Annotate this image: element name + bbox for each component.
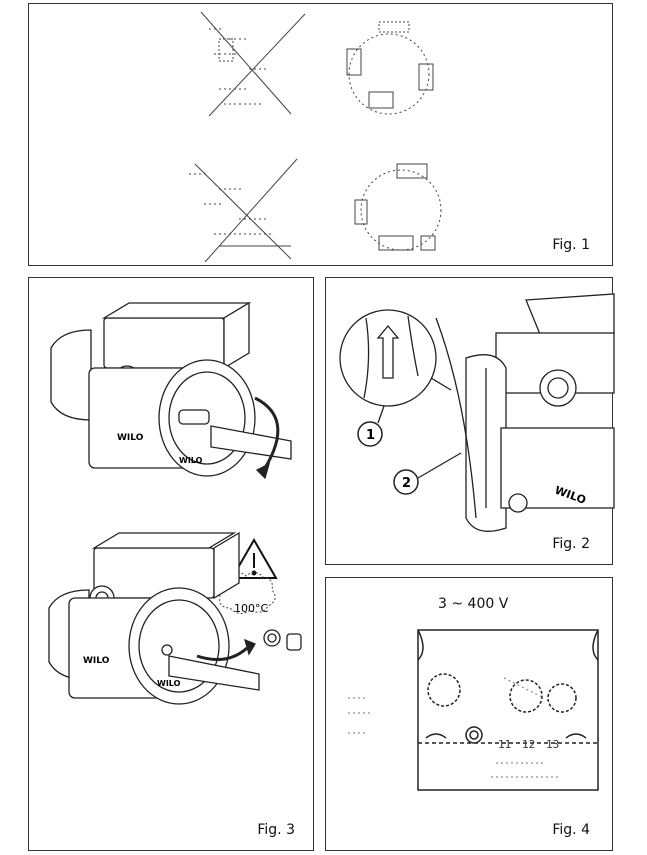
- figure-3-illustration: WILO WILO 100°C: [48, 301, 302, 705]
- figure-1-panel: Fig. 1: [28, 3, 613, 266]
- voltage-label: 3 ~ 400 V: [438, 596, 509, 612]
- terminal-labels: 11 12 13: [498, 738, 559, 751]
- brand-logo-lower: WILO: [83, 656, 110, 666]
- rotate-arrow-icon: [254, 396, 280, 469]
- figure-3-label: Fig. 3: [257, 822, 295, 838]
- figure-4-panel: 3 ~ 400 V 11 12 13 Fig. 4: [325, 577, 613, 851]
- magnifier-circle: [339, 309, 462, 479]
- figure-1-illustration: [189, 11, 442, 263]
- svg-text:13: 13: [546, 738, 559, 751]
- incorrect-mounting-bottom: [189, 158, 298, 263]
- figure-1-label: Fig. 1: [552, 237, 590, 253]
- brand-logo-lower-2: WILO: [157, 679, 181, 688]
- brand-logo-upper-2: WILO: [179, 456, 203, 465]
- terminal-box: [417, 629, 599, 791]
- correct-mounting-top: [346, 21, 434, 115]
- figure-4-label: Fig. 4: [552, 822, 590, 838]
- arrow-up-icon: [376, 324, 400, 379]
- callout-1: 1: [357, 421, 383, 447]
- temperature-label: 100°C: [234, 602, 268, 615]
- correct-mounting-bottom: [354, 163, 442, 251]
- brand-logo-upper: WILO: [117, 433, 144, 443]
- figure-2-illustration: WILO 1 2: [339, 293, 615, 532]
- svg-text:11: 11: [498, 738, 511, 751]
- figure-3-panel: WILO WILO 100°C: [28, 277, 314, 851]
- pump-upper: [50, 301, 292, 480]
- figure-2-panel: WILO 1 2 Fig. 2: [325, 277, 615, 565]
- pump-lower: [48, 531, 302, 705]
- incorrect-mounting-top: [200, 11, 306, 117]
- svg-text:2: 2: [402, 476, 411, 491]
- faded-markings: [348, 677, 561, 778]
- svg-text:1: 1: [366, 428, 375, 443]
- pump-closeup: [435, 293, 615, 532]
- callout-2: 2: [393, 469, 419, 495]
- figure-2-label: Fig. 2: [552, 536, 590, 552]
- figure-4-wiring-diagram: 11 12 13: [348, 629, 599, 791]
- svg-text:12: 12: [522, 738, 535, 751]
